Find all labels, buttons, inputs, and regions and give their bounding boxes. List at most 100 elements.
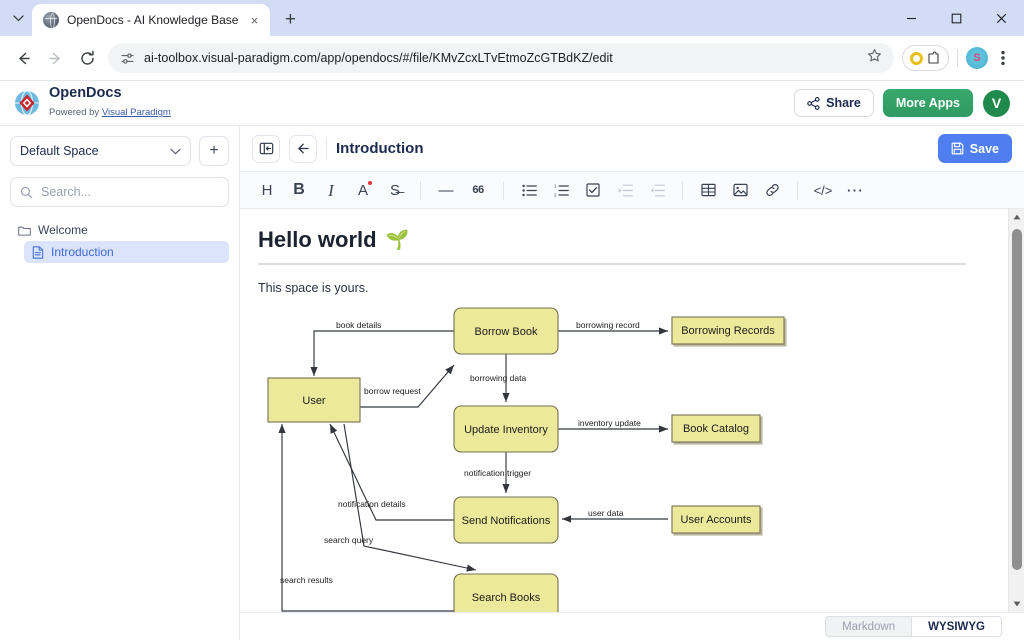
minimize-icon[interactable] (889, 0, 934, 36)
document-canvas[interactable]: Hello world 🌱 This space is yours. (240, 209, 1008, 612)
node-label: Update Inventory (464, 424, 548, 436)
dfd-node-user[interactable]: User (268, 378, 360, 422)
dfd-node-borrow-book[interactable]: Borrow Book (454, 308, 558, 354)
blockquote-button[interactable]: 66 (463, 176, 493, 204)
node-label: Search Books (472, 592, 541, 604)
star-icon[interactable] (867, 48, 882, 68)
edge-label: borrowing data (470, 373, 527, 383)
wysiwyg-mode-tab[interactable]: WYSIWYG (911, 616, 1002, 637)
svg-text:2: 2 (554, 192, 557, 197)
panel-collapse-icon[interactable] (252, 135, 280, 163)
numbered-list-button[interactable]: 12 (546, 176, 576, 204)
edge-label: book details (336, 320, 381, 330)
document-heading: Hello world 🌱 (258, 227, 966, 265)
dfd-node-user-accounts[interactable]: User Accounts (672, 506, 760, 533)
sidebar-item-introduction[interactable]: Introduction (24, 241, 229, 263)
add-page-button[interactable]: + (199, 136, 229, 166)
bold-glyph: B (293, 182, 305, 198)
bulleted-list-button[interactable] (514, 176, 544, 204)
markdown-mode-tab[interactable]: Markdown (825, 616, 911, 637)
edge-label: user data (588, 508, 624, 518)
share-button[interactable]: Share (794, 89, 874, 117)
node-label: User Accounts (681, 514, 752, 526)
toolbar-divider (957, 49, 958, 67)
editor-scrollbar[interactable] (1008, 209, 1024, 612)
extensions-pill[interactable] (902, 45, 949, 71)
visual-paradigm-link[interactable]: Visual Paradigm (102, 107, 171, 118)
extension-badge-icon[interactable] (910, 52, 923, 65)
image-icon (733, 183, 748, 197)
maximize-icon[interactable] (934, 0, 979, 36)
heading-text: Hello world (258, 227, 377, 253)
more-options-button[interactable]: ⋯ (840, 176, 870, 204)
scroll-down-arrow[interactable] (1009, 596, 1024, 612)
sidebar-item-label: Introduction (51, 245, 114, 259)
profile-avatar[interactable]: S (966, 47, 988, 69)
italic-button[interactable]: I (316, 176, 346, 204)
user-avatar[interactable]: V (983, 90, 1010, 117)
dfd-node-send-notifications[interactable]: Send Notifications (454, 497, 558, 543)
page-title: Introduction (336, 140, 423, 157)
seedling-emoji-icon: 🌱 (386, 228, 410, 252)
indent-button[interactable] (610, 176, 640, 204)
code-block-button[interactable]: </> (808, 176, 838, 204)
link-button[interactable] (757, 176, 787, 204)
tab-strip: OpenDocs - AI Knowledge Base × + (0, 0, 1024, 36)
checklist-button[interactable] (578, 176, 608, 204)
numbered-list-icon: 12 (554, 184, 569, 197)
formatting-toolbar: H B I A S̶ — 66 12 (240, 171, 1024, 209)
outdent-button[interactable] (642, 176, 672, 204)
dfd-node-search-books[interactable]: Search Books (454, 574, 558, 612)
image-button[interactable] (725, 176, 755, 204)
scrollbar-track[interactable] (1009, 225, 1024, 596)
save-button[interactable]: Save (938, 134, 1012, 163)
close-icon[interactable] (979, 0, 1024, 36)
app-name: OpenDocs (49, 85, 171, 102)
edge-label: search query (324, 535, 374, 545)
text-color-glyph: A (358, 183, 368, 198)
dfd-node-book-catalog[interactable]: Book Catalog (672, 415, 760, 442)
bold-button[interactable]: B (284, 176, 314, 204)
toolbar-divider (682, 181, 683, 200)
edge-label: borrow request (364, 386, 421, 396)
dfd-node-update-inventory[interactable]: Update Inventory (454, 406, 558, 452)
puzzle-icon[interactable] (926, 51, 941, 66)
horizontal-rule-button[interactable]: — (431, 176, 461, 204)
kebab-menu-icon[interactable] (990, 43, 1016, 73)
sidebar-item-welcome[interactable]: Welcome (10, 219, 229, 241)
heading-button[interactable]: H (252, 176, 282, 204)
scrollbar-thumb[interactable] (1012, 229, 1022, 570)
tune-icon[interactable] (120, 51, 135, 66)
data-flow-diagram[interactable]: book details borrow request borrowing re… (258, 303, 984, 612)
space-selector[interactable]: Default Space (10, 136, 191, 166)
text-color-button[interactable]: A (348, 176, 378, 204)
back-icon[interactable] (8, 43, 38, 73)
forward-icon[interactable] (40, 43, 70, 73)
dfd-node-borrowing-records[interactable]: Borrowing Records (672, 317, 784, 344)
new-tab-button[interactable]: + (276, 5, 304, 33)
tab-search-icon[interactable] (4, 4, 32, 32)
reload-icon[interactable] (72, 43, 102, 73)
strikethrough-button[interactable]: S̶ (380, 176, 410, 204)
search-icon (20, 186, 33, 199)
more-apps-button[interactable]: More Apps (883, 89, 973, 117)
canvas-wrap: Hello world 🌱 This space is yours. (240, 209, 1024, 612)
node-label: Borrow Book (475, 326, 538, 338)
sidebar-item-label: Welcome (38, 223, 88, 237)
color-swatch-icon (368, 181, 372, 185)
chevron-down-icon (170, 148, 181, 155)
dfd-svg: book details borrow request borrowing re… (258, 303, 998, 612)
status-bar: Markdown WYSIWYG (240, 612, 1024, 640)
search-input[interactable]: Search... (10, 177, 229, 207)
table-button[interactable] (693, 176, 723, 204)
powered-by: Powered by Visual Paradigm (49, 107, 171, 118)
close-icon[interactable]: × (246, 12, 262, 28)
back-button[interactable] (289, 135, 317, 163)
save-label: Save (970, 142, 999, 156)
address-bar[interactable]: ai-toolbox.visual-paradigm.com/app/opend… (108, 43, 894, 73)
browser-tab[interactable]: OpenDocs - AI Knowledge Base × (32, 4, 270, 36)
scroll-up-arrow[interactable] (1009, 209, 1024, 225)
powered-prefix: Powered by (49, 107, 102, 118)
edge-label: borrowing record (576, 320, 640, 330)
